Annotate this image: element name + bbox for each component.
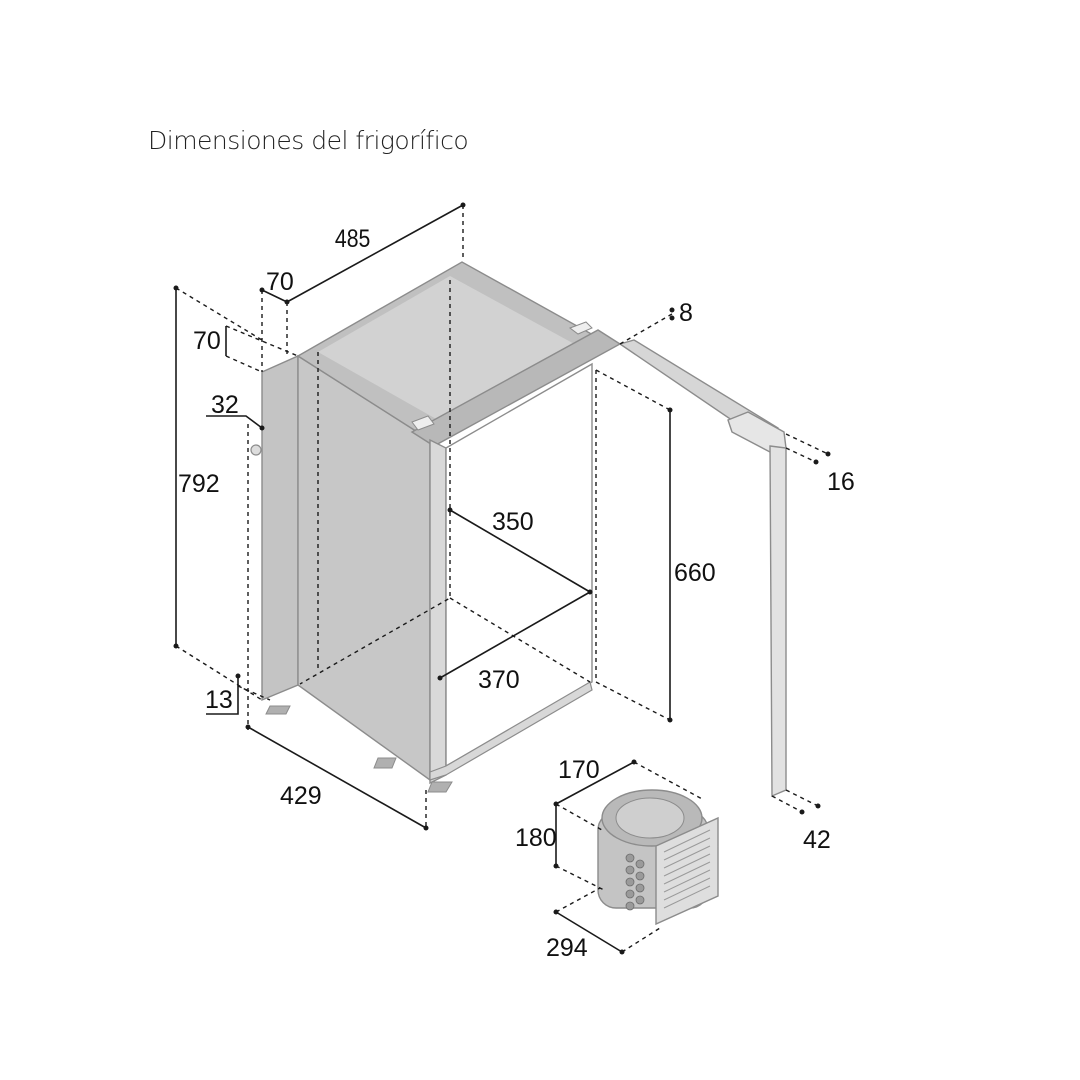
- label-depth: 429: [280, 782, 322, 810]
- cabinet-foot-left: [265, 705, 291, 715]
- label-inner-height: 660: [674, 559, 716, 587]
- label-door-gap: 8: [679, 299, 693, 327]
- label-compressor-depth: 294: [546, 934, 588, 962]
- label-compressor-height: 180: [515, 824, 557, 852]
- dimension-labels: 485 70 70 32 792 13 429 350 370 660 8 16…: [178, 224, 855, 962]
- label-top-offset: 70: [266, 268, 294, 296]
- cabinet-tab-left: [411, 415, 435, 431]
- cabinet-foot-front: [427, 781, 453, 793]
- compressor-coils: [625, 853, 645, 911]
- compressor-top-ring: [615, 797, 685, 839]
- label-side-offset: 70: [193, 327, 221, 355]
- door-handle: [727, 411, 787, 453]
- label-hinge-offset: 32: [211, 391, 239, 419]
- door: [595, 339, 787, 798]
- cabinet-foot-back: [373, 757, 397, 769]
- compressor-unit: [597, 789, 719, 926]
- compressor-grille-slats: [663, 829, 711, 909]
- label-top-width: 485: [335, 224, 370, 252]
- cabinet-top-cavity: [318, 276, 578, 424]
- label-inner-width: 370: [478, 666, 520, 694]
- page-title: Dimensiones del frigorífico: [148, 126, 469, 155]
- compressor-grille: [655, 816, 719, 926]
- cabinet-opening: [445, 362, 593, 768]
- hinge-knob: [250, 444, 262, 456]
- door-panel: [769, 445, 787, 798]
- label-compressor-width: 170: [558, 756, 600, 784]
- dimension-lines: [173, 202, 831, 955]
- label-bottom-offset: 13: [205, 686, 233, 714]
- label-height: 792: [178, 470, 220, 498]
- cabinet-tab-right: [568, 321, 593, 335]
- label-door-base: 42: [803, 826, 831, 854]
- cabinet-left-side: [261, 354, 299, 702]
- cabinet: [250, 261, 622, 793]
- label-door-thickness: 16: [827, 468, 855, 496]
- label-inner-depth: 350: [492, 508, 534, 536]
- cabinet-front-frame: [429, 438, 447, 785]
